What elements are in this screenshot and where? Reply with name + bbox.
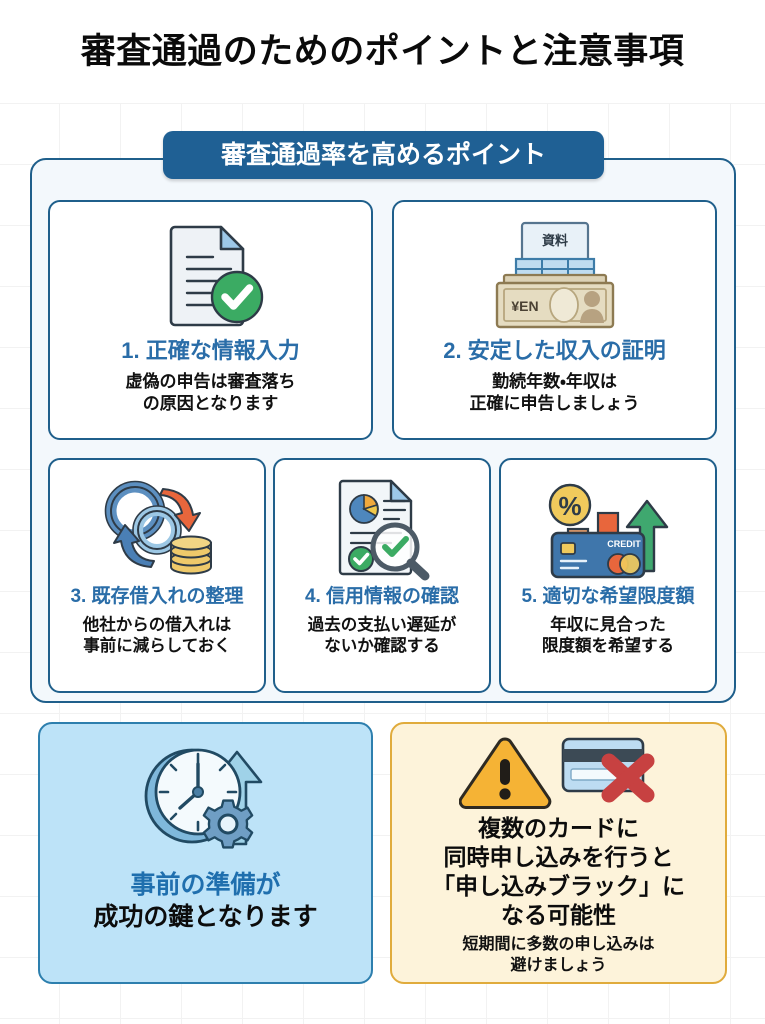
point-card-4-title: 4. 信用情報の確認 (304, 586, 460, 607)
point-card-3-title: 3. 既存借入れの整理 (70, 586, 244, 607)
point-card-4[interactable]: 4. 信用情報の確認 過去の支払い遅延が ないか確認する (273, 458, 491, 693)
point-card-1-desc-line2: の原因となります (142, 394, 279, 414)
points-banner: 審査通過率を高めるポイント (163, 131, 604, 179)
refinance-coins-icon (93, 472, 221, 584)
warning-heading-line4: なる可能性 (501, 901, 616, 928)
point-card-5-desc-line2: 限度額を希望する (542, 636, 674, 655)
money-icon-document-label: 資料 (541, 233, 567, 248)
percent-badge-label: % (558, 491, 581, 521)
point-card-4-desc-line1: 過去の支払い遅延が (307, 615, 457, 634)
point-card-5-desc: 年収に見合った 限度額を希望する (542, 615, 674, 657)
points-banner-label: 審査通過率を高めるポイント (220, 140, 546, 169)
preparation-panel[interactable]: 事前の準備が 成功の鍵となります (38, 722, 373, 984)
point-card-1[interactable]: 1. 正確な情報入力 虚偽の申告は審査落ち の原因となります (48, 200, 373, 440)
point-card-3[interactable]: 3. 既存借入れの整理 他社からの借入れは 事前に減らしておく (48, 458, 266, 693)
point-card-1-desc: 虚偽の申告は審査落ち の原因となります (126, 371, 296, 415)
money-icon-bill-label: ¥EN (511, 298, 538, 314)
point-card-2-desc-line2: 正確に申告しましょう (469, 394, 640, 414)
point-card-2-title: 2. 安定した収入の証明 (443, 338, 666, 363)
warning-heading-line2: 同時申し込みを行うと (443, 843, 674, 870)
point-card-2-desc: 勤続年数・年収は 正確に申告しましょう (470, 371, 640, 415)
money-documents-icon: 資料 ¥EN (480, 216, 630, 334)
point-card-1-title: 1. 正確な情報入力 (121, 338, 300, 363)
document-check-icon (151, 216, 271, 334)
credit-card-growth-icon: % CREDIT (544, 472, 672, 584)
point-card-2-desc-line1: 勤続年数・年収は (492, 372, 617, 392)
warning-triangle-icon (458, 737, 551, 809)
warning-heading: 複数のカードに 同時申し込みを行うと 「申し込みブラック」に なる可能性 (432, 814, 685, 930)
point-card-3-desc-line2: 事前に減らしておく (83, 636, 231, 655)
point-card-1-desc-line1: 虚偽の申告は審査落ち (125, 372, 296, 392)
point-card-4-desc-line2: ないか確認する (324, 636, 440, 655)
point-card-5[interactable]: % CREDIT 5. 適切な希望限度額 年収に見合った 限度額を希望する (499, 458, 717, 693)
point-card-2[interactable]: 資料 ¥EN 2. 安定した収入の証明 勤続年数・年 (392, 200, 717, 440)
point-card-4-desc: 過去の支払い遅延が ないか確認する (308, 615, 457, 657)
warning-heading-line1: 複数のカードに (478, 815, 639, 841)
page-title: 審査通過のためのポイントと注意事項 (80, 32, 685, 71)
point-card-5-title: 5. 適切な希望限度額 (521, 586, 695, 607)
clock-gear-arrow-icon (136, 740, 276, 858)
card-rejected-icon (561, 737, 654, 803)
warning-panel[interactable]: 複数のカードに 同時申し込みを行うと 「申し込みブラック」に なる可能性 短期間… (390, 722, 727, 984)
credit-card-label: CREDIT (607, 539, 641, 549)
warning-subtext-line2: 避けましょう (510, 956, 607, 974)
warning-subtext-line1: 短期間に多数の申し込みは (462, 935, 655, 953)
warning-subtext: 短期間に多数の申し込みは 避けましょう (462, 935, 654, 977)
warning-icons-group (458, 732, 659, 810)
report-magnifier-icon (321, 472, 443, 584)
point-card-3-desc-line1: 他社からの借入れは (82, 615, 232, 634)
point-card-5-desc-line1: 年収に見合った (550, 615, 666, 634)
preparation-headline-1: 事前の準備が (130, 871, 281, 899)
preparation-headline-2: 成功の鍵となります (93, 903, 318, 931)
warning-heading-line3: 「申し込みブラック」に (432, 872, 685, 899)
page-header: 審査通過のためのポイントと注意事項 (0, 0, 765, 103)
point-card-3-desc: 他社からの借入れは 事前に減らしておく (83, 615, 232, 657)
